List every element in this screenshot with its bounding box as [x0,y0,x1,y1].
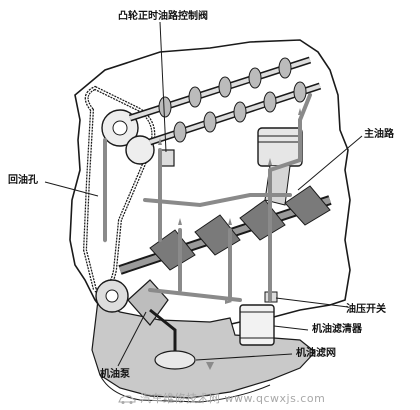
oil-control-valve [159,149,175,167]
oil-strainer-body [149,308,196,370]
watermark-text: 汽车维修技术网 www.qcwxjs.com [140,392,326,405]
label-oil-return-hole: 回油孔 [8,175,38,186]
label-oil-filter: 机油滤清器 [312,324,362,335]
crankshaft [95,185,332,313]
label-oil-pump: 机油泵 [100,369,130,380]
flow-arrows [103,108,302,370]
exhaust-cam-sprocket [125,135,155,165]
leader-lines [44,21,363,367]
label-oil-strainer: 机油滤网 [296,348,336,359]
label-oil-pressure-switch: 油压开关 [346,304,386,315]
car-logo-icon [118,395,136,404]
camshaft-intake [128,56,312,122]
camshaft-exhaust [148,81,322,146]
label-camshaft-oil-control-valve: 凸轮正时油路控制阀 [118,11,208,22]
oil-pan [91,299,316,399]
oil-flow-paths [103,93,312,302]
watermark: 汽车维修技术网 www.qcwxjs.com [118,390,325,406]
oil-filter-body [239,304,275,346]
label-main-oil-gallery: 主油路 [364,129,394,140]
